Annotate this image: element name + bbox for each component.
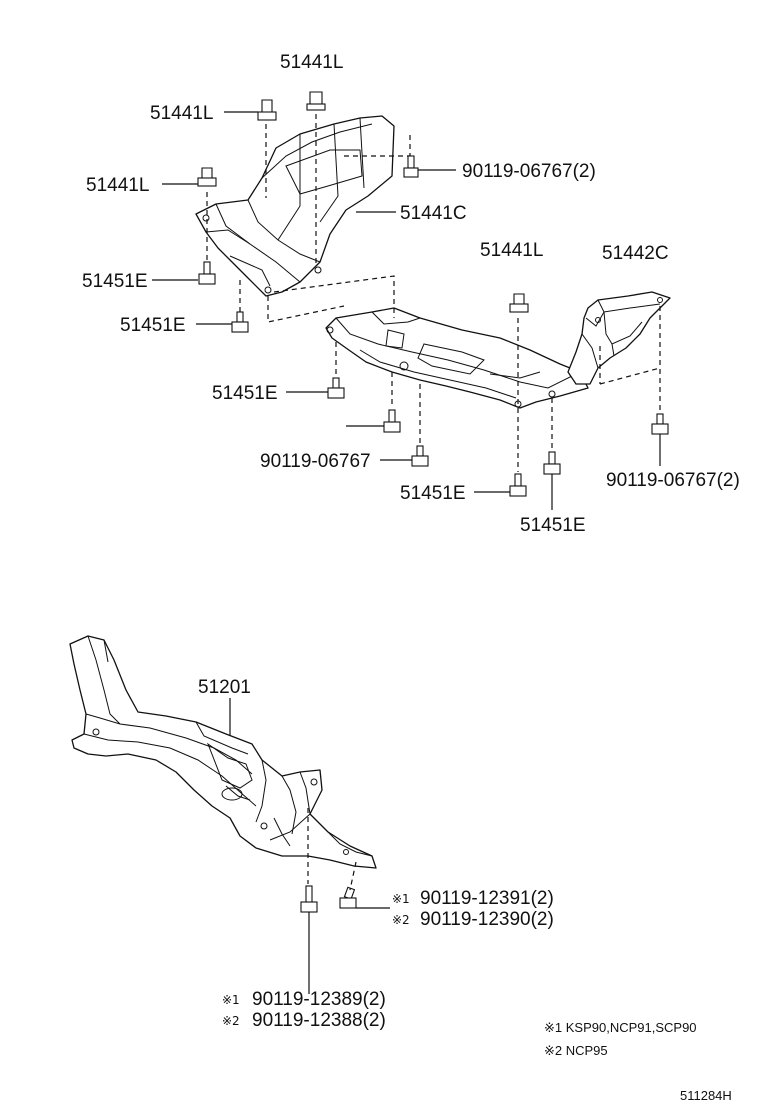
label-90119-06767-2-a: 90119-06767(2) [462, 161, 596, 182]
bolt-51451E-c [327, 377, 345, 399]
leader-lines-lower [229, 698, 390, 994]
assembly-lines-upper [206, 114, 661, 472]
label-51451E-b: 51451E [120, 315, 186, 336]
engine-under-cover-right [567, 291, 671, 385]
label-51442C: 51442C [602, 243, 669, 264]
label-90119-06767: 90119-06767 [260, 451, 371, 472]
note-applicability-1: ※1 KSP90,NCP91,SCP90 [544, 1020, 697, 1035]
label-90119-12388: 90119-12388(2) [252, 1010, 386, 1031]
clip-51441L-b [197, 167, 217, 187]
label-51451E-d: 51451E [400, 483, 466, 504]
bolt-90119-12391 [339, 886, 357, 909]
clip-51441L-top [306, 91, 326, 111]
bolt-90119-12389 [300, 885, 318, 913]
bolt-51451E-a [198, 261, 216, 285]
label-51201: 51201 [198, 677, 251, 698]
bolt-51451E-d [509, 473, 527, 497]
label-51441C: 51441C [400, 203, 467, 224]
note-applicability-2: ※2 NCP95 [544, 1043, 608, 1058]
label-90119-06767-2-b: 90119-06767(2) [606, 470, 740, 491]
label-51451E-e: 51451E [520, 515, 586, 536]
label-90119-12389: 90119-12389(2) [252, 989, 386, 1010]
bolt-51451E-e [543, 451, 561, 475]
label-51441L-c: 51441L [480, 240, 543, 261]
label-51441L-top: 51441L [280, 52, 343, 73]
mark-1-a: ※1 [392, 892, 410, 906]
mark-2-b: ※2 [222, 1014, 240, 1028]
engine-under-cover-left [195, 115, 395, 297]
bolt-unlabeled [383, 409, 401, 433]
engine-under-cover-center [325, 307, 589, 409]
label-51451E-c: 51451E [212, 383, 278, 404]
mark-2-a: ※2 [392, 913, 410, 927]
label-51441L-b: 51441L [86, 175, 149, 196]
bolt-51451E-b [231, 311, 249, 333]
leader-lines-upper [152, 111, 661, 510]
label-90119-12390: 90119-12390(2) [420, 909, 554, 930]
label-51451E-a: 51451E [82, 271, 148, 292]
clip-51441L-a [257, 99, 277, 121]
bolt-90119-06767-b [411, 445, 429, 467]
figure-code: 511284H [680, 1088, 732, 1103]
label-51441L-a: 51441L [150, 103, 213, 124]
label-90119-12391: 90119-12391(2) [420, 888, 554, 909]
clip-51441L-c [509, 293, 529, 313]
bolt-90119-06767-c [651, 413, 669, 435]
front-suspension-crossmember [69, 635, 377, 869]
mark-1-b: ※1 [222, 993, 240, 1007]
bolt-90119-06767-a [403, 155, 419, 178]
